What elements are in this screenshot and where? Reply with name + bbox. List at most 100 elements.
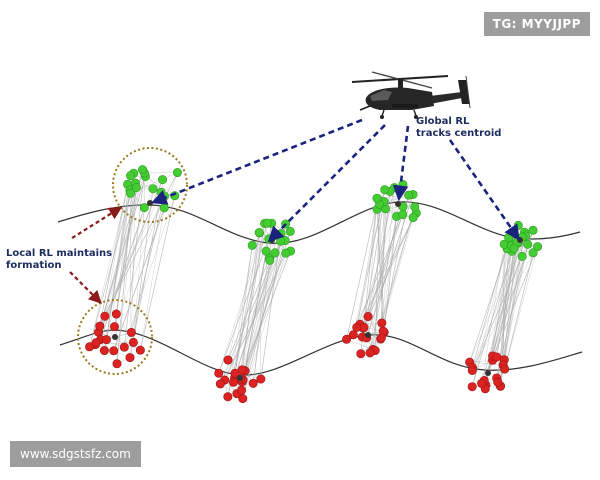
follower-agent	[493, 377, 503, 387]
swarm-link	[106, 175, 131, 340]
follower-agent	[128, 337, 138, 347]
follower-agent	[352, 322, 362, 332]
follower-agent	[467, 365, 477, 375]
swarm-link	[233, 232, 260, 383]
follower-agent	[492, 352, 502, 362]
swarm-link	[124, 195, 176, 348]
swarms	[85, 165, 543, 404]
leader-agent	[276, 236, 286, 246]
swarm-link	[227, 223, 268, 397]
swarm-link	[131, 195, 165, 333]
swarm-link	[472, 235, 527, 368]
follower-agent	[237, 365, 247, 375]
follower-agent	[99, 346, 109, 356]
leader-agent	[523, 239, 533, 249]
global-arrow-1	[151, 118, 363, 205]
leader-agent	[158, 175, 168, 185]
swarm-link	[140, 207, 165, 351]
leader-agent	[131, 183, 141, 193]
swarm-link	[381, 187, 395, 324]
leader-agent	[410, 202, 420, 212]
swarm-link	[260, 233, 282, 380]
leader-agent	[380, 185, 390, 195]
swarm-link	[242, 253, 287, 399]
leader-centroid	[517, 237, 523, 243]
swarm-link	[123, 172, 145, 348]
follower-agent	[223, 355, 233, 365]
follower-agent	[500, 364, 510, 374]
swarm-link	[367, 198, 378, 317]
swarm-link	[224, 253, 287, 381]
follower-agent	[95, 321, 105, 331]
follower-centroid	[112, 334, 118, 340]
swarm-link	[104, 169, 143, 351]
follower-agent	[228, 377, 238, 387]
leader-agent	[528, 225, 538, 235]
leader-agent	[126, 188, 136, 198]
local-arrow-2	[69, 271, 102, 304]
global-arrow-3	[392, 125, 410, 202]
leader-agent	[398, 210, 408, 220]
follower-agent	[365, 348, 375, 358]
local-arrow-1	[71, 206, 123, 239]
swarm-link	[218, 223, 268, 374]
swarm-link	[95, 342, 134, 345]
follower-agent	[119, 342, 129, 352]
swarm-link	[376, 209, 384, 332]
follower-agent	[215, 379, 225, 389]
leader-agent	[254, 228, 264, 238]
leader-agent	[404, 190, 414, 200]
watermark-bottom: www.sdgstsfz.com	[10, 441, 141, 467]
leader-agent	[138, 165, 148, 175]
swarm-link	[114, 187, 137, 327]
follower-agent	[100, 311, 110, 321]
swarm-link	[492, 248, 515, 361]
leader-agent	[159, 203, 169, 213]
leader-agent	[262, 218, 272, 228]
follower-agent	[356, 349, 366, 359]
swarm-link	[114, 195, 165, 327]
swarm-link	[360, 194, 414, 354]
leader-agent	[148, 184, 158, 194]
leader-centroid	[147, 200, 153, 206]
swarm-link	[471, 237, 509, 387]
swarm-link	[363, 217, 414, 328]
leader-agent	[517, 251, 527, 261]
follower-agent	[342, 334, 352, 344]
swarm-link	[89, 193, 131, 347]
leader-agent	[408, 213, 418, 223]
follower-agent	[256, 374, 266, 384]
swarm-link	[131, 183, 136, 333]
follower-centroid	[365, 332, 371, 338]
swarm-link	[241, 251, 267, 370]
swarm-link	[381, 201, 385, 338]
global-arrow-2	[267, 124, 386, 243]
global-arrow-4	[448, 139, 520, 241]
follower-agent	[110, 322, 120, 332]
swarm-link	[236, 223, 265, 394]
follower-agent	[125, 353, 135, 363]
leader-agent	[126, 171, 136, 181]
leader-agent	[372, 193, 382, 203]
swarm-link	[133, 207, 145, 343]
swarm-link	[359, 184, 404, 325]
leader-agent	[513, 220, 523, 230]
local-rl-label: Local RL maintains formation	[6, 248, 112, 272]
leader-highlight-ring	[112, 147, 188, 223]
follower-agent	[348, 330, 358, 340]
swarm-link	[374, 204, 380, 351]
swarm-link	[484, 248, 508, 389]
local-rl-label-line1: Local RL maintains	[6, 248, 113, 259]
swarm-link	[106, 173, 134, 340]
swarm-link	[471, 256, 523, 371]
swarm-link	[145, 176, 175, 196]
leader-agent	[533, 242, 543, 252]
swarm-link	[472, 252, 534, 371]
follower-agent	[126, 327, 136, 337]
leader-agent	[528, 248, 538, 258]
follower-agent	[467, 382, 477, 392]
follower-agent	[230, 368, 240, 378]
follower-agent	[477, 378, 487, 388]
follower-agent	[377, 318, 387, 328]
swarm-link	[492, 240, 510, 357]
